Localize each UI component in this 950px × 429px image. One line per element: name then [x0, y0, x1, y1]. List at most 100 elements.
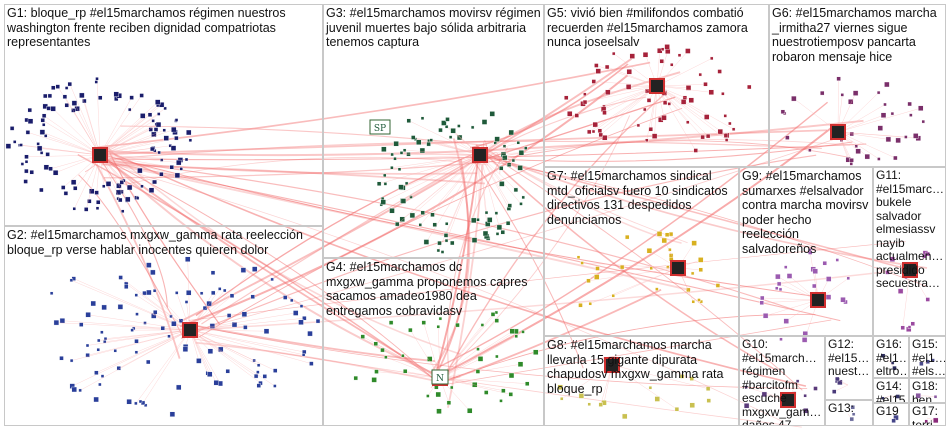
node — [518, 149, 525, 156]
node — [471, 237, 478, 243]
node — [645, 138, 649, 143]
node — [113, 349, 117, 353]
group-panel-g1[interactable]: G1: bloque_rp #el15marchamos régimen nue… — [4, 4, 323, 226]
edge — [189, 329, 276, 371]
group-panel-g19[interactable]: G19 — [873, 403, 909, 426]
node — [880, 353, 886, 358]
edge — [656, 85, 709, 137]
node — [457, 124, 461, 128]
edge — [656, 85, 712, 93]
node — [5, 143, 12, 149]
group-panel-g6[interactable]: G6: #el15marchamos marcha _irmitha27 vie… — [769, 4, 946, 167]
node — [174, 135, 179, 141]
node — [105, 181, 112, 187]
group-panel-g12[interactable]: G12: #el15… nuest… — [825, 336, 873, 400]
node — [587, 402, 591, 406]
node — [933, 417, 939, 424]
edge — [98, 161, 783, 423]
edge — [81, 95, 101, 156]
edge — [69, 83, 101, 156]
edge — [181, 57, 633, 322]
edge — [97, 154, 433, 379]
node — [69, 278, 74, 282]
node — [511, 158, 516, 163]
node — [785, 135, 790, 140]
edge — [438, 326, 441, 379]
edge — [189, 329, 276, 387]
edge — [99, 154, 182, 170]
group-panel-g9[interactable]: G9: #el15marchamos sumarxes #elsalvador … — [739, 167, 873, 336]
group-panel-g3[interactable]: G3: #el15marchamos movirsv régimen juven… — [323, 4, 544, 258]
node — [406, 151, 411, 157]
edge — [607, 85, 658, 93]
edge — [834, 384, 849, 392]
node — [494, 211, 499, 215]
group-panel-g13[interactable]: G13: — [825, 400, 873, 426]
node — [78, 388, 82, 393]
node — [582, 99, 588, 105]
node — [509, 328, 515, 334]
node — [401, 354, 405, 358]
group-panel-g16[interactable]: G16: #el1… eltro… — [873, 336, 909, 378]
node — [893, 155, 898, 161]
node — [611, 294, 615, 298]
node — [664, 44, 670, 50]
group-panel-g18[interactable]: G18: ben… — [909, 378, 946, 403]
node — [89, 188, 95, 195]
group-panel-g4[interactable]: G4: #el15marchamos dc mxgxw_gamma propon… — [323, 258, 544, 426]
node — [25, 130, 31, 135]
node — [877, 125, 883, 131]
edge — [400, 154, 481, 188]
edge — [404, 149, 481, 156]
node — [307, 330, 313, 337]
node — [49, 291, 54, 295]
group-panel-g5[interactable]: G5: vivió bien #milifondos combatió recu… — [544, 4, 769, 167]
node — [159, 171, 164, 177]
node — [889, 256, 896, 262]
edge — [385, 357, 441, 379]
group-panel-g11[interactable]: G11: #el15marc… bukele salvador elmesias… — [873, 167, 946, 336]
group-panel-g8[interactable]: G8: #el15marchamos marcha llevarla 15 gi… — [544, 336, 739, 426]
node — [94, 80, 98, 84]
node — [139, 93, 144, 98]
group-label-g13: G13: — [828, 401, 855, 415]
edge — [123, 156, 488, 186]
node — [501, 388, 506, 393]
node — [852, 90, 859, 96]
node — [915, 393, 921, 399]
edge — [599, 85, 658, 131]
group-panel-g2[interactable]: G2: #el15marchamos mxgxw_gamma rata reel… — [4, 226, 323, 426]
edge — [426, 154, 481, 243]
node — [100, 330, 104, 334]
node — [909, 113, 913, 117]
group-panel-g7[interactable]: G7: #el15marchamos sindical mtd_oficials… — [544, 167, 739, 336]
node — [524, 146, 528, 150]
edge — [607, 66, 658, 87]
node — [881, 396, 885, 400]
edge — [99, 154, 179, 163]
edge — [439, 331, 517, 379]
group-panel-g14[interactable]: G14: #el15… — [873, 378, 909, 403]
node — [256, 383, 261, 388]
node — [850, 405, 855, 410]
node — [207, 371, 213, 377]
edge — [189, 329, 259, 366]
node — [418, 223, 422, 227]
edge — [96, 129, 827, 156]
node — [55, 84, 60, 89]
node — [441, 120, 447, 126]
group-panel-g10[interactable]: G10: #el15march… régimen #barcitofm escu… — [739, 336, 825, 426]
node — [134, 350, 139, 354]
node — [475, 369, 481, 374]
node — [586, 278, 591, 283]
group-panel-g15[interactable]: G15: #el1… #els… — [909, 336, 946, 378]
node — [381, 146, 387, 152]
node — [23, 179, 28, 184]
group-panel-g17[interactable]: G17: terri… — [909, 403, 946, 426]
node — [759, 300, 764, 305]
hub-node — [902, 262, 918, 278]
node — [444, 125, 449, 129]
node — [403, 369, 408, 374]
node — [152, 289, 157, 293]
group-label-g9: G9: #el15marchamos sumarxes #elsalvador … — [742, 169, 869, 256]
